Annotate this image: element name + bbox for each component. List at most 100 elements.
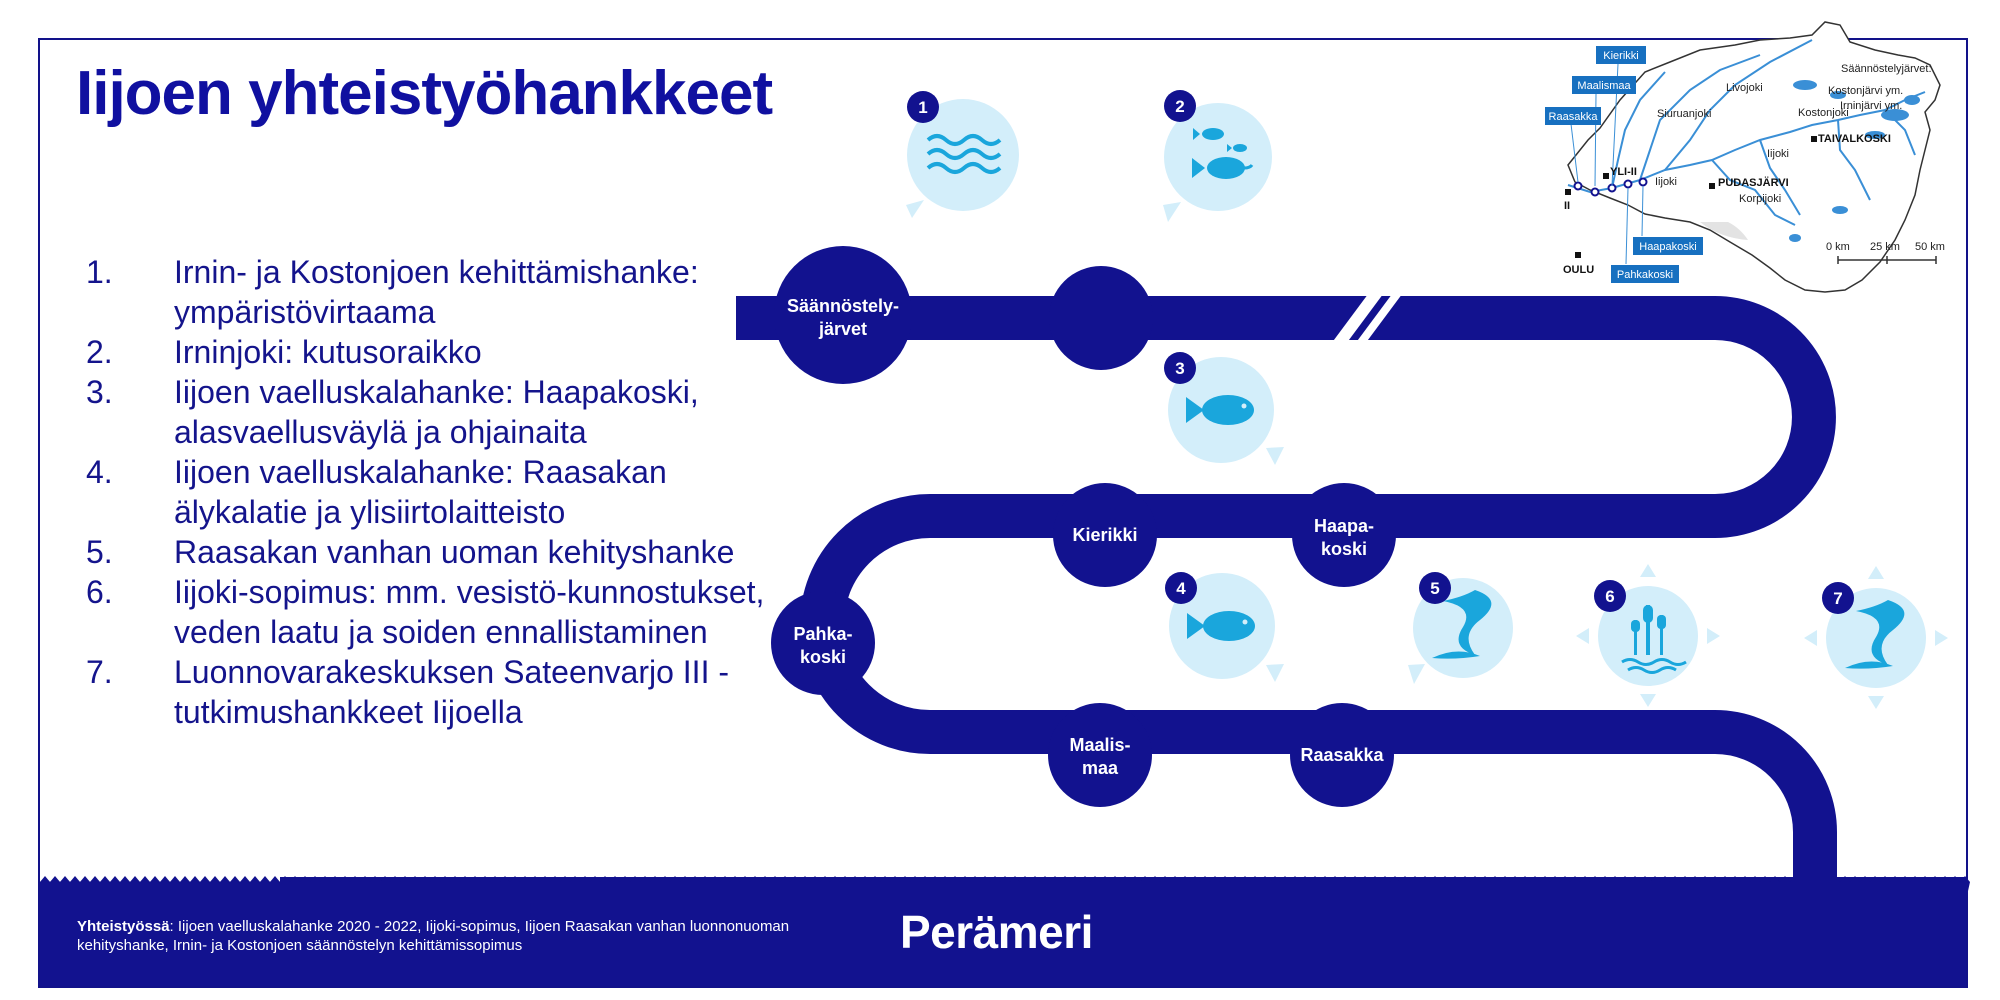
footer-label: Yhteistyössä <box>77 918 170 935</box>
map-tag-kierikki: Kierikki <box>1596 46 1646 64</box>
map-label-kostonjarvi: Kostonjärvi ym. <box>1828 85 1903 97</box>
badge-number: 2 <box>1175 97 1184 116</box>
map-label-irninjarvi: Irninjärvi ym. <box>1840 100 1902 112</box>
map-tag-maalismaa: Maalismaa <box>1572 76 1636 94</box>
map-label-iijoki: Iijoki <box>1767 148 1789 160</box>
map-town-marker <box>1565 189 1571 195</box>
project-bubble-4: 4 <box>1165 572 1284 682</box>
list-number: 4. <box>86 454 113 490</box>
node-maalismaa: Maalis- maa <box>1048 703 1152 807</box>
list-item: 3. Iijoen vaelluskalahanke: Haapakoski, a… <box>86 372 786 452</box>
list-text: Iijoen vaelluskalahanke: Raasakan älykal… <box>174 454 667 530</box>
river-flow-icon <box>1432 590 1492 659</box>
footer-credits: Yhteistyössä: Iijoen vaelluskalahanke 20… <box>77 917 807 955</box>
list-text: Iijoki-sopimus: mm. vesistö-kunnostukset… <box>174 574 765 650</box>
node-label: järvet <box>818 319 867 339</box>
map-town-taivalkoski: TAIVALKOSKI <box>1818 133 1891 145</box>
map-town-ii: II <box>1564 200 1570 212</box>
node-empty <box>1049 266 1153 370</box>
badge-number: 5 <box>1430 579 1439 598</box>
svg-text:Pahkakoski: Pahkakoski <box>1617 269 1673 281</box>
slide-frame <box>38 38 1968 988</box>
svg-text:25 km: 25 km <box>1870 241 1900 253</box>
badge-number: 1 <box>918 98 927 117</box>
map-town-marker <box>1709 183 1715 189</box>
node-label: Haapa- <box>1314 516 1374 536</box>
project-bubble-5: 5 <box>1408 572 1513 684</box>
badge-number: 4 <box>1176 579 1186 598</box>
node-label: Raasakka <box>1300 745 1384 765</box>
list-number: 2. <box>86 334 113 370</box>
page-title: Iijoen yhteistyöhankkeet <box>76 59 773 128</box>
node-label: Säännöstely- <box>787 296 899 316</box>
node-pahkakoski: Pahka- koski <box>771 591 875 695</box>
node-kierikki: Kierikki <box>1053 483 1157 587</box>
badge-number: 3 <box>1175 359 1184 378</box>
svg-text:Haapakoski: Haapakoski <box>1639 241 1696 253</box>
project-bubble-2: 2 <box>1163 90 1272 222</box>
map-town-marker <box>1575 252 1581 258</box>
node-label: koski <box>1321 539 1367 559</box>
fish-icon <box>1186 395 1254 425</box>
list-item: 5. Raasakan vanhan uoman kehityshanke <box>86 532 786 572</box>
map-town-marker <box>1603 173 1609 179</box>
list-number: 3. <box>86 374 113 410</box>
project-bubble-1: 1 <box>906 91 1019 218</box>
iijoki-map: Kierikki Maalismaa Raasakka Haapakoski P… <box>1545 21 1945 293</box>
node-label: Pahka- <box>793 624 852 644</box>
list-item: 6. Iijoki-sopimus: mm. vesistö-kunnostuks… <box>86 572 786 652</box>
list-number: 5. <box>86 534 113 570</box>
map-town-yli-ii: YLI-II <box>1610 166 1637 178</box>
map-town-oulu: OULU <box>1563 264 1594 276</box>
map-label-livojoki: Livojoki <box>1726 82 1763 94</box>
list-item: 2.Irninjoki: kutusoraikko <box>86 332 786 372</box>
list-item: 1.Irnin- ja Kostonjoen kehittämishanke: … <box>86 252 786 332</box>
svg-text:Maalismaa: Maalismaa <box>1577 80 1631 92</box>
map-label-saannostelyjarvet: Säännöstelyjärvet: <box>1841 63 1932 75</box>
map-tag-raasakka: Raasakka <box>1545 107 1601 125</box>
node-raasakka: Raasakka <box>1290 703 1394 807</box>
node-saannostelyjarvet: Säännöstely- järvet <box>774 246 912 384</box>
list-number: 7. <box>86 654 113 690</box>
svg-text:50 km: 50 km <box>1915 241 1945 253</box>
water-waves-icon <box>926 134 1002 174</box>
map-lakes <box>1789 80 1920 242</box>
map-outline <box>1567 21 1941 293</box>
node-haapakoski: Haapa- koski <box>1292 483 1396 587</box>
project-list: 1.Irnin- ja Kostonjoen kehittämishanke: … <box>86 252 786 732</box>
node-label: koski <box>800 647 846 667</box>
map-tag-haapakoski: Haapakoski <box>1633 237 1703 255</box>
list-text: Iijoen vaelluskalahanke: Haapakoski, ala… <box>174 374 699 450</box>
map-town-pudasjarvi: PUDASJÄRVI <box>1718 176 1789 189</box>
map-scale-bar: 0 km 25 km 50 km <box>1826 241 1945 264</box>
list-number: 6. <box>86 574 113 610</box>
svg-text:Kierikki: Kierikki <box>1603 50 1638 62</box>
badge-number: 7 <box>1833 589 1842 608</box>
map-town-marker <box>1811 136 1817 142</box>
project-bubble-6: 6 <box>1576 564 1720 707</box>
project-bubble-3: 3 <box>1164 352 1284 465</box>
river-flow-icon <box>1845 600 1905 669</box>
node-label: Maalis- <box>1069 735 1130 755</box>
fish-icon <box>1187 611 1255 641</box>
list-text: Luonnovarakeskuksen Sateenvarjo III -tut… <box>174 654 729 730</box>
svg-text:Raasakka: Raasakka <box>1549 111 1599 123</box>
badge-number: 6 <box>1605 587 1614 606</box>
list-item: 4. Iijoen vaelluskalahanke: Raasakan älyk… <box>86 452 786 532</box>
map-label-siuruanjoki: Siuruanjoki <box>1657 108 1711 120</box>
footer-band <box>40 876 1970 986</box>
list-text: Raasakan vanhan uoman kehityshanke <box>174 534 735 570</box>
map-label-korpijoki: Korpijoki <box>1739 193 1781 205</box>
reed-plant-icon <box>1621 605 1687 674</box>
map-tag-pahkakoski: Pahkakoski <box>1611 265 1679 283</box>
map-label-kostonjoki: Kostonjoki <box>1798 107 1849 119</box>
node-label: Kierikki <box>1072 525 1137 545</box>
river-break-mark <box>1325 282 1411 352</box>
list-item: 7. Luonnovarakeskuksen Sateenvarjo III -t… <box>86 652 786 732</box>
peramerI-logo: Perämeri <box>900 906 1093 958</box>
svg-text:0 km: 0 km <box>1826 241 1850 253</box>
node-label: maa <box>1082 758 1119 778</box>
fish-school-icon <box>1192 128 1254 179</box>
project-bubble-7: 7 <box>1804 566 1948 709</box>
